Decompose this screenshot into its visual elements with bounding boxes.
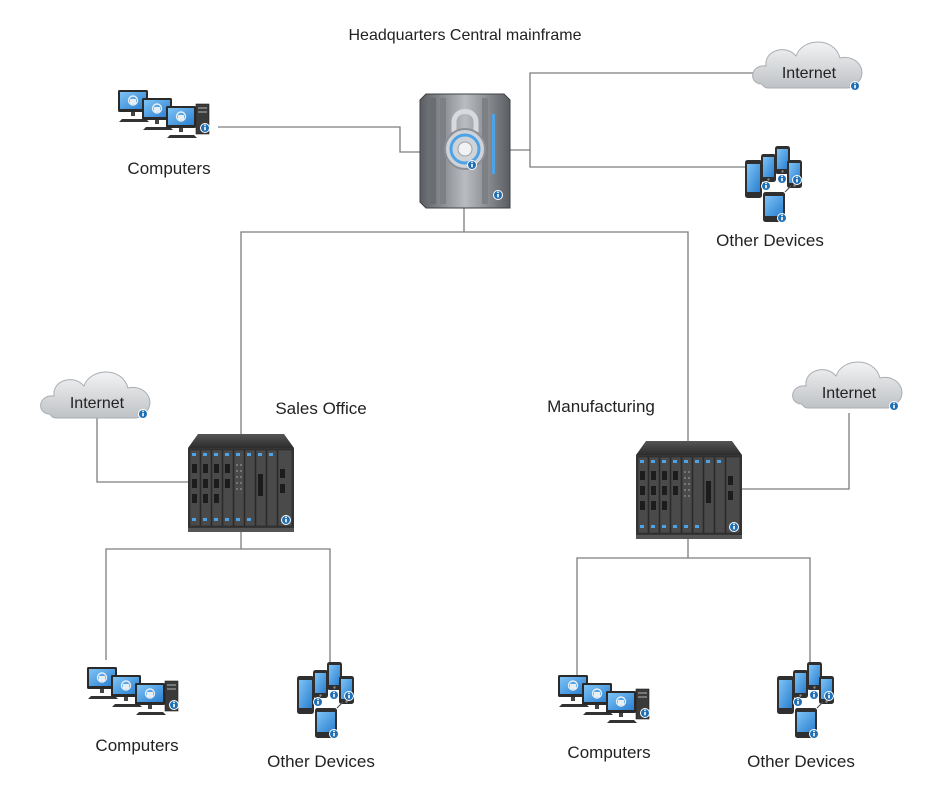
link-mainframe-to-hq-devices	[529, 150, 750, 168]
mfg-internet-node[interactable]: Internet	[792, 361, 903, 411]
sales-devices-label: Other Devices	[267, 752, 375, 771]
mfg-computers-node[interactable]: Computers	[558, 675, 651, 762]
mobile-devices-icon	[297, 662, 354, 739]
hq-internet-node[interactable]: Internet	[752, 41, 863, 91]
network-switch-icon	[188, 434, 294, 532]
hq-internet-label: Internet	[782, 65, 837, 82]
hq-devices-node[interactable]: Other Devices	[716, 146, 824, 250]
link-sales-to-endpoints	[105, 548, 331, 672]
mfg-devices-node[interactable]: Other Devices	[747, 662, 855, 771]
sales-computers-node[interactable]: Computers	[87, 667, 179, 755]
info-badge-icon	[138, 409, 148, 419]
manufacturing-node[interactable]: Manufacturing	[547, 397, 742, 539]
link-mainframe-to-hq-computers	[218, 126, 422, 153]
mfg-internet-label: Internet	[822, 385, 877, 402]
link-mainframe-to-hq-internet	[509, 72, 755, 151]
mobile-devices-icon	[777, 662, 834, 739]
sales-office-node[interactable]: Sales Office	[188, 399, 367, 532]
manufacturing-label: Manufacturing	[547, 397, 655, 416]
mobile-devices-icon	[745, 146, 802, 223]
hq-devices-label: Other Devices	[716, 231, 824, 250]
hq-computers-node[interactable]: Computers	[118, 90, 211, 178]
connector-lines	[96, 72, 850, 680]
sales-computers-label: Computers	[95, 736, 178, 755]
computer-cluster-icon	[87, 667, 179, 715]
mfg-devices-label: Other Devices	[747, 752, 855, 771]
sales-devices-node[interactable]: Other Devices	[267, 662, 375, 771]
link-mfg-to-internet	[741, 413, 850, 490]
link-sales-to-internet	[96, 418, 190, 483]
link-mfg-to-endpoints	[576, 557, 811, 680]
mfg-computers-label: Computers	[567, 743, 650, 762]
sales-internet-node[interactable]: Internet	[40, 371, 151, 419]
mainframe-node[interactable]	[420, 94, 510, 208]
info-badge-icon	[889, 401, 899, 411]
locked-mainframe-icon	[420, 94, 510, 208]
network-switch-icon	[636, 441, 742, 539]
computer-cluster-icon	[558, 675, 650, 723]
info-badge-icon	[850, 81, 860, 91]
diagram-title: Headquarters Central mainframe	[349, 27, 582, 44]
computer-cluster-icon	[118, 90, 210, 138]
hq-computers-label: Computers	[127, 159, 210, 178]
sales-internet-label: Internet	[70, 395, 125, 412]
sales-office-label: Sales Office	[275, 399, 366, 418]
